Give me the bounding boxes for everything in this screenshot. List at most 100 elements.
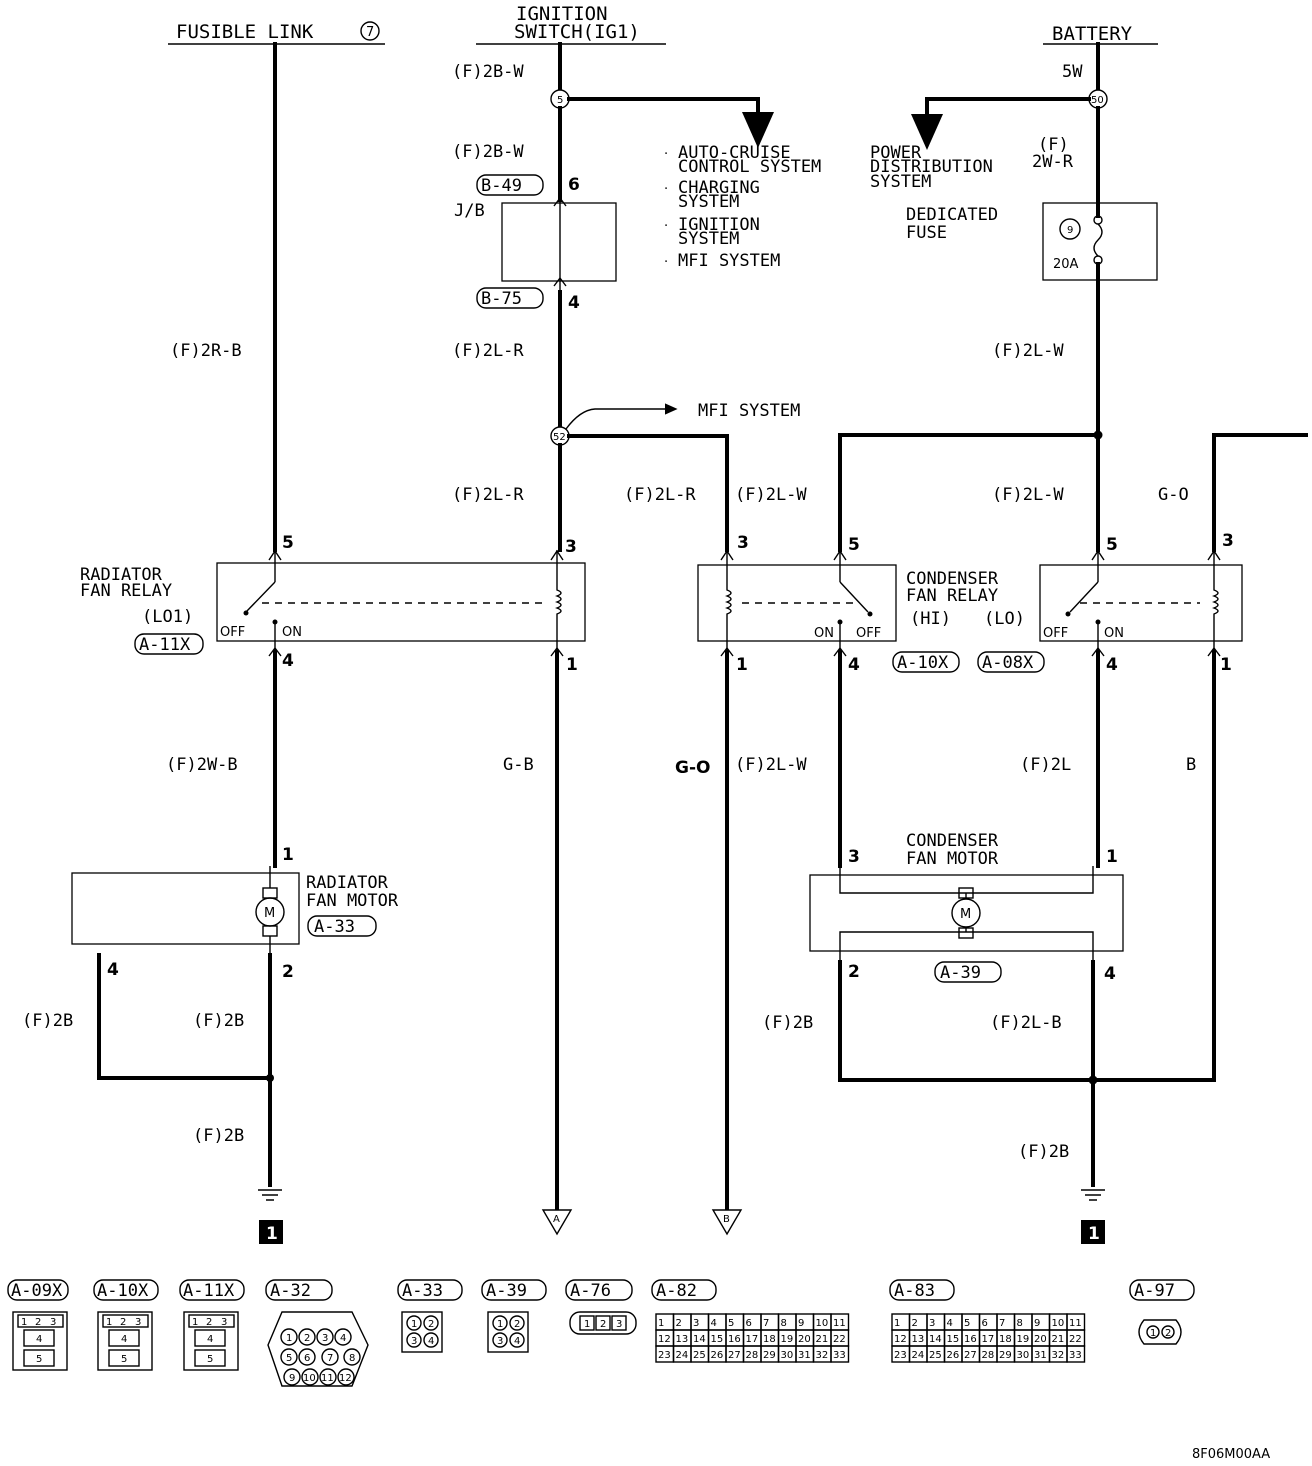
rad-relay-sw-blade [245, 581, 276, 613]
grid-a82-cell: 26 [711, 1350, 724, 1361]
conn-a11x-c5: 5 [207, 1354, 213, 1365]
conn-a11x-row2 [194, 1329, 226, 1347]
conn-a76-body [569, 1311, 637, 1335]
rad-ground-label: (F)2B [193, 1126, 244, 1146]
conn-a09x-c2: 2 [35, 1317, 41, 1328]
branch-ig-2: CONTROL SYSTEM [678, 157, 821, 177]
rad-motor-pin-2: 2 [282, 962, 294, 982]
grid-a82-cell: 19 [781, 1334, 794, 1345]
conn-a09x-label-box [7, 1279, 69, 1301]
ignition-switch-label-2: SWITCH(IG1) [514, 21, 640, 43]
conn-a11x-row3 [194, 1349, 226, 1367]
conn-a39-c1: 1 [497, 1319, 503, 1330]
jb-conn-marks [553, 196, 567, 287]
grid-a83-cell: 3 [929, 1318, 935, 1329]
grid-a82-cell: 5 [728, 1318, 734, 1329]
rad-relay-on: ON [282, 625, 302, 640]
branch-ig-6: SYSTEM [678, 229, 739, 249]
cond-hi-marks-l [720, 549, 734, 657]
junction-block [501, 202, 617, 282]
cond-relay-name2: FAN RELAY [906, 586, 998, 606]
conn-a32-c1: 1 [286, 1333, 292, 1344]
conn-a10x-c3: 3 [135, 1317, 141, 1328]
cond-hi-coil [725, 550, 732, 652]
grid-a83-cell: 27 [964, 1350, 977, 1361]
fusible-link-number-circle [360, 21, 380, 41]
conn-a76-label-box [565, 1279, 633, 1301]
conn-a33-label-box [397, 1279, 463, 1301]
cond-relay-conn-hi: A-10X [897, 653, 949, 673]
conn-a32-c7: 7 [327, 1353, 333, 1364]
conn-a83-label-box [889, 1279, 955, 1301]
conn-a76-label: A-76 [570, 1281, 611, 1301]
grid-a83-cell: 10 [1052, 1318, 1065, 1329]
cond-motor-name2: FAN MOTOR [906, 849, 999, 869]
rad-motor-4-label: (F)2B [22, 1011, 73, 1031]
grid-a82-cell: 23 [658, 1350, 671, 1361]
branch-ig-7: MFI SYSTEM [678, 251, 780, 271]
conn-a09x-row2 [23, 1329, 55, 1347]
grid-a82-cell: 29 [763, 1350, 776, 1361]
cond-lo-sw-blade [1069, 581, 1099, 613]
grid-a82-cell: 4 [711, 1318, 717, 1329]
offpage-a [541, 1209, 573, 1236]
hi-sw-in-label: (F)2L-W [735, 485, 807, 505]
conn-a97-c2: 2 [1165, 1328, 1171, 1339]
conn-a11x-label-box [179, 1279, 245, 1301]
offpage-b [711, 1209, 743, 1236]
cond-lo-pin-4: 4 [1106, 655, 1118, 675]
fuse-label-1: DEDICATED [906, 205, 998, 225]
rad-relay-conn-marks-r [550, 549, 564, 657]
grid-a83-cell: 5 [964, 1318, 970, 1329]
rad-coil-in-label: (F)2L-R [452, 485, 524, 505]
cond-hi-on: ON [814, 626, 834, 641]
ig-after-jb-label: (F)2L-R [452, 341, 524, 361]
conn-a32-c11: 11 [321, 1373, 334, 1384]
grid-a82-cell: 24 [676, 1350, 689, 1361]
grid-a83-cell: 7 [999, 1318, 1005, 1329]
rad-relay-name3: (LO1) [142, 607, 193, 627]
lo-coil-in-label: G-O [1158, 485, 1189, 505]
grid-a83-cell: 32 [1052, 1350, 1065, 1361]
conn-a10x-c2: 2 [120, 1317, 126, 1328]
offpage-b-label: B [723, 1214, 730, 1225]
conn-a11x-c2: 2 [206, 1317, 212, 1328]
branch-dot-4: · [664, 255, 668, 270]
cond-motor-4-label: (F)2L-B [990, 1013, 1062, 1033]
document-code: 8F06M00AA [1192, 1447, 1270, 1462]
grid-a82-cell: 17 [746, 1334, 759, 1345]
grid-a82-cell: 7 [763, 1318, 769, 1329]
rad-relay-pin-5: 5 [282, 533, 294, 553]
grid-a82-cell: 21 [816, 1334, 829, 1345]
conn-a32-c5: 5 [286, 1353, 292, 1364]
rad-motor-brush-bot [262, 925, 278, 937]
conn-a39-label-box [481, 1279, 547, 1301]
ig-splice-no: 5 [557, 95, 563, 106]
grid-a82-cell: 28 [746, 1350, 759, 1361]
conn-a09x-body [12, 1311, 68, 1371]
grid-a83-cell: 16 [964, 1334, 977, 1345]
grid-a83-cell: 28 [982, 1350, 995, 1361]
cond-motor-conn-box [934, 961, 1002, 983]
batt-branch-wire [911, 97, 1091, 150]
grid-a82-cell: 14 [693, 1334, 706, 1345]
conn-a33-label: A-33 [402, 1281, 443, 1301]
cond-motor-pin-3: 3 [848, 847, 860, 867]
batt-splice-no: 50 [1091, 95, 1104, 106]
conn-a10x-body [97, 1311, 153, 1371]
conn-a76-c1: 1 [584, 1319, 590, 1330]
conn-a39-c4: 4 [514, 1336, 520, 1347]
conn-a09x-row1 [17, 1314, 64, 1328]
ground-right-box [1081, 1220, 1105, 1244]
conn-a11x-c1: 1 [192, 1317, 198, 1328]
rad-relay-conn: A-11X [139, 635, 191, 655]
grid-a83-cell: 23 [894, 1350, 907, 1361]
hi-coil-out-label: G-O [675, 758, 710, 778]
cond-motor-pin-4: 4 [1104, 964, 1116, 984]
conn-a32-body [267, 1311, 369, 1387]
conn-a10x-label: A-10X [97, 1281, 149, 1301]
conn-a32-c3: 3 [322, 1333, 328, 1344]
grid-a83-cell: 6 [982, 1318, 988, 1329]
cond-lo-off-contact [1065, 611, 1071, 617]
